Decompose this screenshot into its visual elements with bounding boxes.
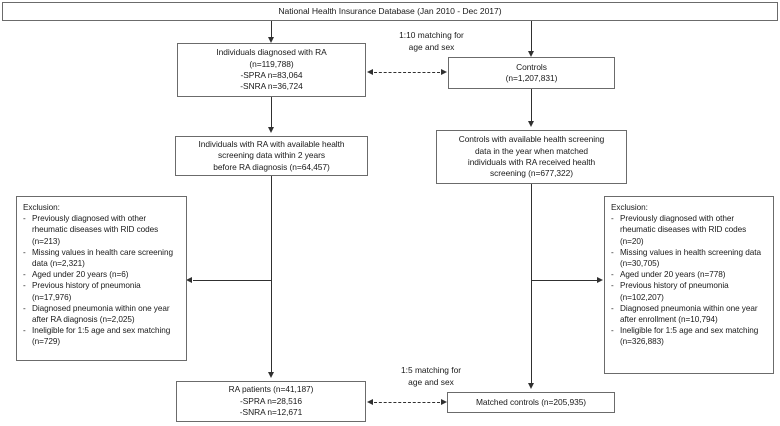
exclusion-left-item-5: Diagnosed pneumonia within one year afte…	[32, 303, 170, 325]
exclusion-right-list: -Previously diagnosed with other rheumat…	[611, 213, 767, 347]
exclusion-box-right: Exclusion: -Previously diagnosed with ot…	[604, 196, 774, 374]
exclusion-left-item-3: Aged under 20 years (n=6)	[32, 270, 129, 280]
arrowhead-matching-to-matched-controls	[441, 398, 447, 405]
arrowhead-ra-screened-to-final	[268, 372, 274, 378]
connector-ra-to-ra-screened	[271, 97, 272, 127]
edge-label-matching-top-line-1: 1:10 matching for	[399, 30, 464, 40]
arrowhead-controls-screened-to-matched	[528, 383, 534, 389]
connector-to-exclusion-right	[531, 280, 597, 281]
node-ra-cohort-line-1: Individuals diagnosed with RA	[216, 47, 327, 58]
exclusion-box-left: Exclusion: -Previously diagnosed with ot…	[16, 196, 187, 361]
list-item: -Previous history of pneumonia (n=102,20…	[611, 280, 767, 302]
edge-label-matching-bottom-line-2: age and sex	[408, 376, 454, 387]
bullet-dash: -	[23, 270, 26, 280]
node-ra-final-line-1: RA patients (n=41,187)	[228, 384, 314, 395]
node-ra-cohort-line-3: -SPRA n=83,064	[240, 70, 303, 80]
bullet-dash: -	[611, 214, 614, 224]
node-ra-final-line-3: -SNRA n=12,671	[239, 407, 303, 418]
list-item: -Previous history of pneumonia (n=17,976…	[23, 280, 180, 302]
node-matched-controls: Matched controls (n=205,935)	[447, 392, 615, 413]
connector-ra-controls-matching	[374, 72, 440, 73]
node-ra-final: RA patients (n=41,187) -SPRA n=28,516 -S…	[176, 381, 366, 422]
list-item: -Ineligible for 1:5 age and sex matching…	[23, 325, 180, 347]
exclusion-right-item-4: Previous history of pneumonia (n=102,207…	[620, 281, 729, 302]
connector-controls-to-controls-screened	[531, 89, 532, 121]
arrowhead-controls-to-controls-screened	[528, 121, 534, 127]
connector-controls-screened-to-matched	[531, 184, 532, 383]
edge-label-matching-top-line-2: age and sex	[408, 41, 455, 52]
node-controls-screened-line-3: individuals with RA received health	[467, 157, 596, 167]
exclusion-right-item-6: Ineligible for 1:5 age and sex matching …	[620, 326, 759, 347]
node-ra-final-line-2: -SPRA n=28,516	[240, 395, 302, 406]
node-controls-screened-line-4: screening (n=677,322)	[490, 168, 573, 179]
edge-label-matching-top: 1:10 matching for age and sex	[365, 30, 498, 53]
arrowhead-matching-to-ra	[367, 68, 373, 75]
arrowhead-matching-to-ra-final	[367, 398, 373, 405]
connector-ra-final-matched-controls	[374, 402, 440, 403]
arrowhead-title-to-ra	[268, 37, 274, 43]
arrowhead-ra-to-ra-screened	[268, 127, 274, 133]
bullet-dash: -	[611, 303, 614, 313]
bullet-dash: -	[23, 214, 26, 224]
bullet-dash: -	[611, 281, 614, 291]
node-ra-screened-line-3: before RA diagnosis (n=64,457)	[213, 161, 330, 172]
exclusion-left-item-4: Previous history of pneumonia (n=17,976)	[32, 281, 141, 302]
list-item: -Diagnosed pneumonia within one year aft…	[23, 303, 180, 325]
node-ra-screened-line-2: screening data within 2 years	[217, 150, 326, 161]
list-item: -Previously diagnosed with other rheumat…	[23, 213, 180, 247]
bullet-dash: -	[611, 326, 614, 336]
exclusion-left-list: -Previously diagnosed with other rheumat…	[23, 213, 180, 347]
exclusion-right-item-2: Missing values in health screening data …	[620, 247, 761, 269]
bullet-dash: -	[23, 247, 26, 257]
edge-label-matching-bottom-line-1: 1:5 matching for	[400, 365, 462, 375]
node-controls-line-2: (n=1,207,831)	[505, 73, 558, 83]
list-item: -Missing values in health care screening…	[23, 247, 180, 269]
exclusion-left-item-2: Missing values in health care screening …	[32, 247, 173, 269]
node-ra-cohort-line-2: (n=119,788)	[249, 58, 294, 69]
node-ra-screened: Individuals with RA with available healt…	[175, 136, 368, 176]
connector-to-exclusion-left	[193, 280, 272, 281]
exclusion-left-item-1: Previously diagnosed with other rheumati…	[32, 214, 159, 246]
list-item: -Previously diagnosed with other rheumat…	[611, 213, 767, 247]
list-item: -Ineligible for 1:5 age and sex matching…	[611, 325, 767, 347]
node-ra-cohort-line-4: -SNRA n=36,724	[240, 81, 303, 92]
list-item: -Aged under 20 years (n=778)	[611, 269, 767, 280]
exclusion-right-title: Exclusion:	[611, 203, 648, 212]
database-title-box: National Health Insurance Database (Jan …	[2, 2, 778, 21]
bullet-dash: -	[611, 247, 614, 257]
bullet-dash: -	[23, 281, 26, 291]
bullet-dash: -	[23, 303, 26, 313]
bullet-dash: -	[611, 270, 614, 280]
arrowhead-matching-to-controls	[441, 68, 447, 75]
node-controls-line-1: Controls	[516, 61, 547, 72]
node-controls: Controls (n=1,207,831)	[448, 57, 615, 89]
arrowhead-to-exclusion-right	[597, 276, 603, 283]
arrowhead-title-to-controls	[528, 51, 534, 57]
connector-title-to-ra	[271, 21, 272, 37]
exclusion-right-item-1: Previously diagnosed with other rheumati…	[620, 214, 747, 246]
list-item: -Missing values in health screening data…	[611, 247, 767, 269]
exclusion-left-title: Exclusion:	[23, 203, 60, 212]
bullet-dash: -	[23, 326, 26, 336]
exclusion-right-item-5: Diagnosed pneumonia within one year afte…	[620, 303, 758, 325]
connector-title-to-controls	[531, 21, 532, 51]
node-controls-screened-line-1: Controls with available health screening	[458, 134, 605, 145]
list-item: -Diagnosed pneumonia within one year aft…	[611, 303, 767, 325]
node-ra-cohort: Individuals diagnosed with RA (n=119,788…	[177, 43, 366, 97]
node-ra-screened-line-1: Individuals with RA with available healt…	[198, 138, 345, 149]
connector-ra-screened-to-final	[271, 176, 272, 372]
node-matched-controls-line-1: Matched controls (n=205,935)	[475, 396, 587, 407]
list-item: -Aged under 20 years (n=6)	[23, 269, 180, 280]
exclusion-left-item-6: Ineligible for 1:5 age and sex matching …	[32, 326, 171, 347]
exclusion-right-item-3: Aged under 20 years (n=778)	[620, 270, 726, 280]
node-controls-screened-line-2: data in the year when matched	[474, 145, 589, 156]
edge-label-matching-bottom: 1:5 matching for age and sex	[366, 365, 496, 388]
node-controls-screened: Controls with available health screening…	[436, 130, 627, 184]
arrowhead-to-exclusion-left	[186, 276, 192, 283]
database-title-text: National Health Insurance Database (Jan …	[278, 5, 502, 16]
